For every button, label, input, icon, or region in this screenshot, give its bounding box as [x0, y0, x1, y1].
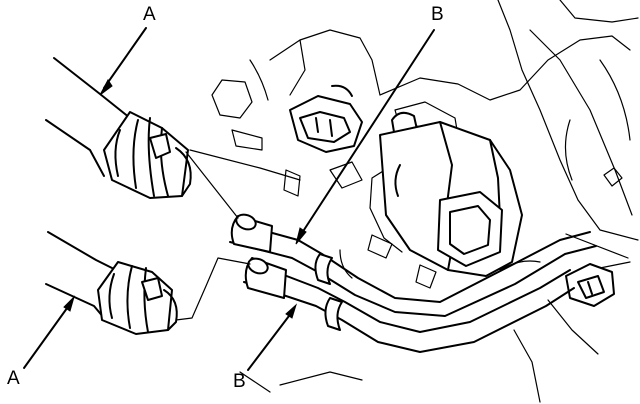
leader-a-top [99, 27, 147, 96]
leader-a-bottom [23, 295, 76, 369]
callout-b-top: B [431, 4, 444, 25]
pipe-upper [229, 213, 597, 317]
leader-b-bottom [247, 303, 298, 371]
hose-upper [45, 57, 192, 199]
connector-right [565, 263, 615, 307]
connector-center [289, 84, 363, 153]
callout-a-bottom: A [7, 368, 20, 389]
pipe-lower [243, 257, 575, 353]
callout-a-top: A [143, 4, 156, 25]
valve-body [379, 111, 523, 277]
leader-b-top [295, 29, 435, 245]
connection-guides [175, 151, 251, 321]
hose-lower [45, 231, 178, 335]
callout-b-bottom: B [233, 371, 246, 392]
